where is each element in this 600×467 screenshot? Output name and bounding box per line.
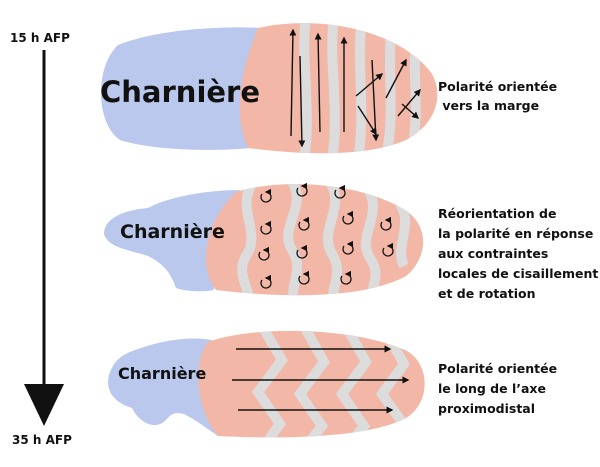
stage-1-description-line-2: vers la marge bbox=[438, 98, 539, 113]
polarity-arrow bbox=[401, 103, 420, 119]
rotation-arrow bbox=[342, 240, 354, 255]
rotation-arrow bbox=[334, 184, 346, 199]
hinge-region-3 bbox=[108, 338, 218, 436]
wing-stage-1: Charnière Polarité orientée vers la marg… bbox=[100, 23, 557, 154]
rotation-arrow bbox=[296, 244, 308, 259]
rotation-arrow bbox=[260, 188, 272, 203]
polarity-arrow bbox=[289, 28, 297, 137]
rotation-arrow bbox=[298, 216, 310, 231]
polarity-arrow bbox=[298, 55, 306, 148]
hinge-label-3: Charnière bbox=[118, 364, 206, 383]
rotation-arrow bbox=[340, 270, 352, 285]
rotation-arrows-2 bbox=[258, 182, 394, 289]
polarity-arrows-3 bbox=[232, 345, 410, 414]
rotation-arrow bbox=[298, 270, 310, 285]
polarity-arrow bbox=[355, 73, 384, 97]
rotation-arrow bbox=[342, 210, 354, 225]
rotation-arrow bbox=[380, 216, 392, 231]
wing-stage-3: Charnière Polarité orientée le long de l… bbox=[108, 330, 557, 438]
wing-stage-2: Charnière Réorientation de la polarité e… bbox=[104, 182, 598, 301]
timeline-end-label: 35 h AFP bbox=[12, 433, 72, 447]
stage-3-description-line-1: Polarité orientée bbox=[438, 361, 557, 376]
polarity-arrow bbox=[385, 58, 407, 99]
polarity-arrow bbox=[371, 59, 380, 142]
hinge-region-1 bbox=[100, 27, 263, 150]
stage-2-description-line-4: locales de cisaillement bbox=[438, 266, 598, 281]
polarity-arrow bbox=[397, 88, 421, 117]
timeline-start-label: 15 h AFP bbox=[10, 31, 70, 45]
rotation-arrow bbox=[382, 242, 394, 257]
stage-2-description-line-5: et de rotation bbox=[438, 286, 536, 301]
hinge-label-2: Charnière bbox=[120, 221, 225, 243]
polarity-arrow bbox=[357, 105, 377, 136]
rotation-arrow bbox=[260, 274, 272, 289]
stage-3-description-line-2: le long de l’axe bbox=[438, 381, 546, 396]
hinge-region-2 bbox=[104, 190, 240, 292]
hinge-label-1: Charnière bbox=[100, 75, 260, 109]
polarity-arrow bbox=[314, 32, 322, 133]
stage-1-description-line-1: Polarité orientée bbox=[438, 79, 557, 94]
stage-2-description-line-3: aux contraintes bbox=[438, 246, 548, 261]
polarity-arrows-1 bbox=[289, 28, 421, 148]
rotation-arrow bbox=[296, 182, 308, 197]
rotation-arrow bbox=[260, 220, 272, 235]
stage-2-description-line-1: Réorientation de bbox=[438, 206, 556, 221]
timeline-arrowhead bbox=[24, 384, 64, 426]
stage-2-description-line-2: la polarité en réponse bbox=[438, 226, 593, 241]
rotation-arrow bbox=[258, 246, 270, 261]
stage-3-description-line-3: proximodistal bbox=[438, 401, 535, 416]
